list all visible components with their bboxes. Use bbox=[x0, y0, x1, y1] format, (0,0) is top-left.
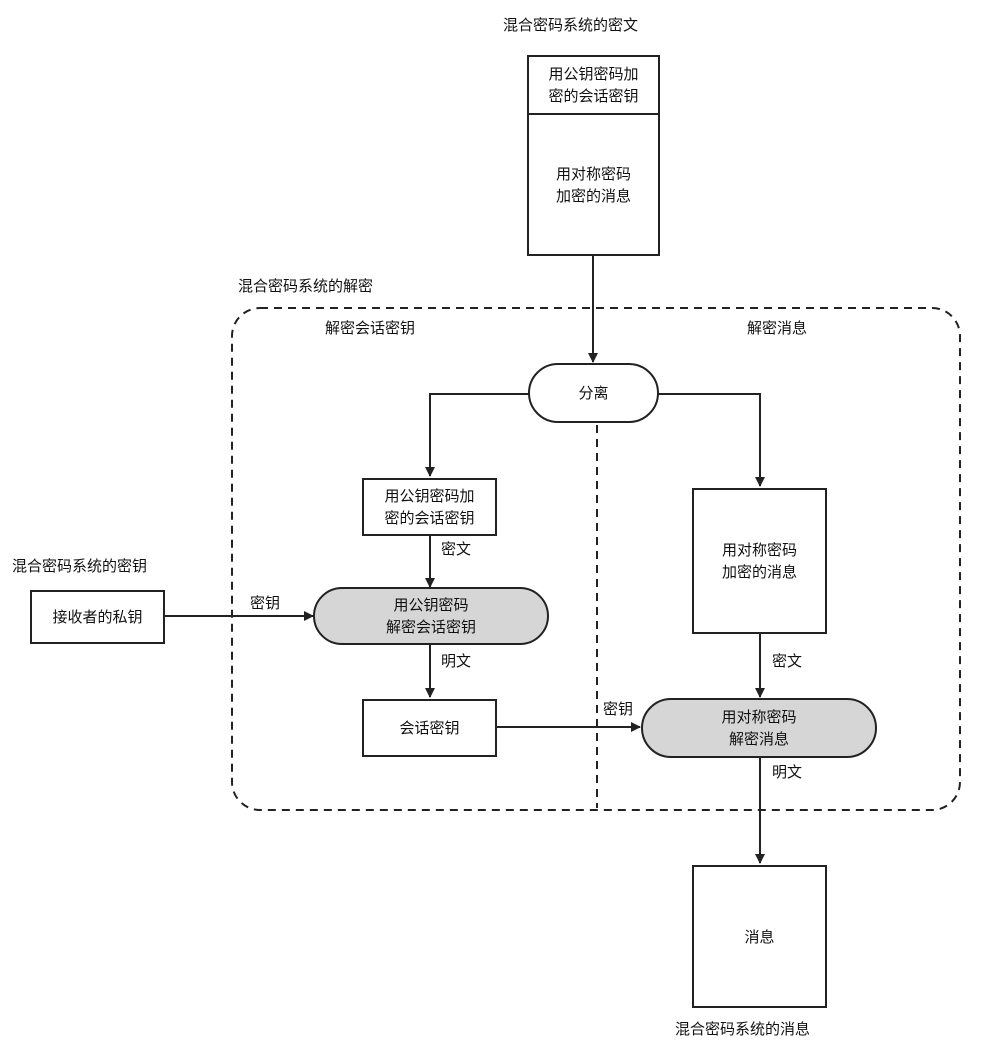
decryption-title: 混合密码系统的解密 bbox=[238, 277, 374, 295]
encrypted-message-box: 用对称密码 加密的消息 bbox=[692, 488, 827, 634]
edge-label-plaintext-right: 明文 bbox=[772, 763, 803, 781]
key-section-title: 混合密码系统的密钥 bbox=[12, 557, 148, 575]
message-box: 消息 bbox=[692, 865, 827, 1008]
edge-label-ciphertext-left: 密文 bbox=[441, 540, 472, 558]
arrow-split-to-left bbox=[425, 393, 530, 477]
split-node: 分离 bbox=[528, 363, 659, 423]
edge-label-key-left: 密钥 bbox=[250, 594, 281, 612]
session-key-box: 会话密钥 bbox=[362, 699, 497, 757]
encrypted-session-key-box: 用公钥密码加 密的会话密钥 bbox=[362, 478, 497, 536]
section-right-title: 解密消息 bbox=[747, 319, 808, 337]
edge-label-ciphertext-right: 密文 bbox=[772, 652, 803, 670]
edge-label-key-right: 密钥 bbox=[603, 700, 634, 718]
symmetric-decrypt-node: 用对称密码 解密消息 bbox=[641, 698, 877, 758]
pubkey-decrypt-node: 用公钥密码 解密会话密钥 bbox=[313, 587, 549, 645]
cipher-message-box: 用对称密码 加密的消息 bbox=[527, 113, 660, 256]
cipher-session-key-box: 用公钥密码加 密的会话密钥 bbox=[527, 55, 660, 115]
private-key-box: 接收者的私钥 bbox=[30, 590, 165, 644]
edge-label-plaintext-left: 明文 bbox=[441, 652, 472, 670]
decryption-region bbox=[231, 307, 961, 811]
arrow-split-to-right bbox=[657, 393, 765, 487]
message-section-title: 混合密码系统的消息 bbox=[675, 1020, 811, 1038]
ciphertext-title: 混合密码系统的密文 bbox=[503, 16, 639, 34]
section-left-title: 解密会话密钥 bbox=[325, 319, 416, 337]
